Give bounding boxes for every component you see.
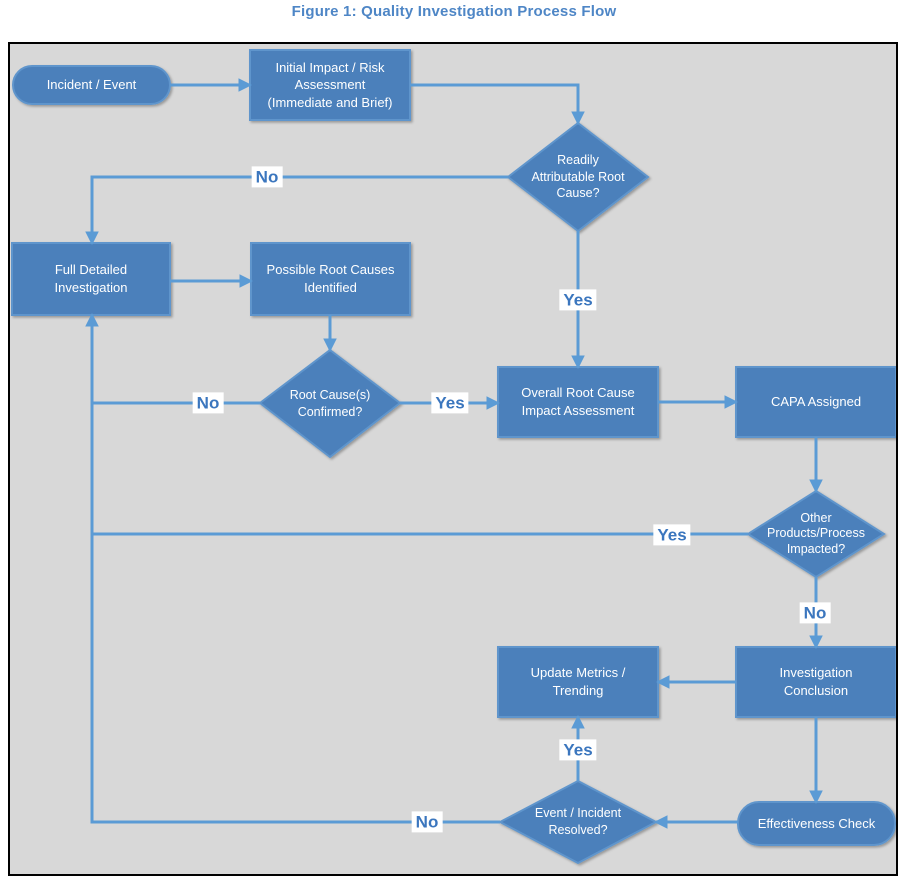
figure-title: Figure 1: Quality Investigation Process … xyxy=(291,3,617,20)
edge-label-other-no: No xyxy=(799,602,831,624)
node-update-metrics-shape xyxy=(497,646,659,718)
node-root-causes-confirmed-shape xyxy=(258,348,402,459)
node-other-products-shape xyxy=(746,489,886,579)
node-overall-root-cause-shape xyxy=(497,366,659,438)
node-capa-assigned-shape xyxy=(735,366,896,438)
node-readily-attributable-shape xyxy=(506,121,650,233)
connector-resolved-no-return-to-full-detailed xyxy=(85,312,500,824)
connector-readily-no-to-full-detailed xyxy=(85,175,508,246)
edge-label-confirmed-no: No xyxy=(192,392,224,414)
edge-label-readily-no: No xyxy=(251,166,283,188)
edge-label-readily-yes: Yes xyxy=(559,289,597,311)
node-possible-root-causes-shape xyxy=(250,242,411,316)
edge-label-confirmed-yes: Yes xyxy=(431,392,469,414)
node-investigation-conclusion-shape xyxy=(735,646,896,718)
edge-label-other-yes: Yes xyxy=(653,524,691,546)
node-initial-impact-shape xyxy=(249,49,411,121)
node-effectiveness-check-shape xyxy=(737,801,896,846)
flowchart-canvas: Incident / Event Initial Impact / Risk A… xyxy=(8,42,898,876)
node-incident-event-shape xyxy=(12,65,171,105)
node-event-resolved-shape xyxy=(497,779,659,865)
node-full-detailed-shape xyxy=(11,242,171,316)
edge-label-resolved-yes: Yes xyxy=(559,739,597,761)
edge-label-resolved-no: No xyxy=(411,811,443,833)
flowchart-svg xyxy=(11,49,896,865)
connector-initial-to-readily xyxy=(410,83,585,126)
